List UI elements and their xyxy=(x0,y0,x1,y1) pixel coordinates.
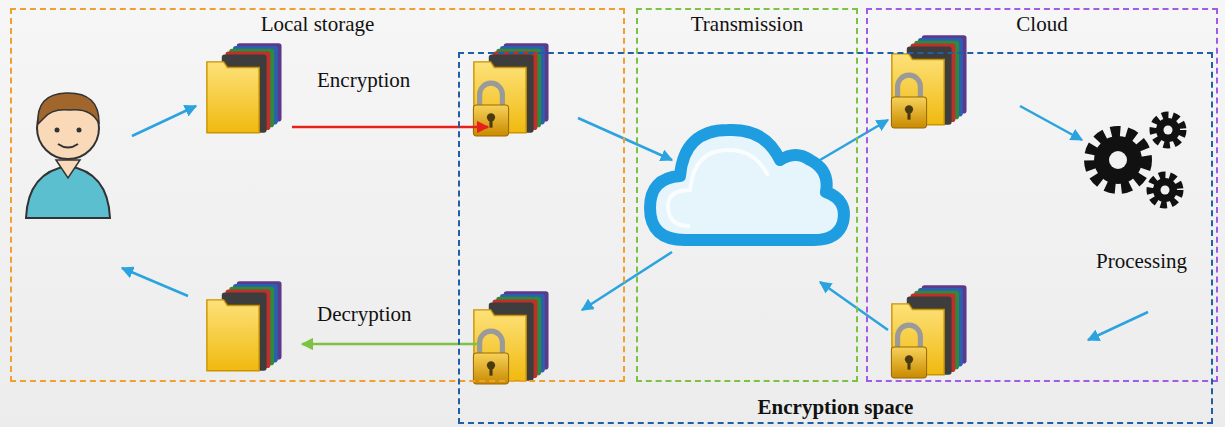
region-box: Cloud xyxy=(866,8,1218,382)
folder-icon xyxy=(207,281,282,371)
region-box: Transmission xyxy=(636,8,858,382)
region-box: Encryption space xyxy=(458,52,1213,424)
region-title: Encryption space xyxy=(460,395,1211,420)
region-title: Transmission xyxy=(638,12,856,37)
folder-icon xyxy=(207,43,282,133)
encrypted-folder xyxy=(891,285,966,378)
encrypted-folder xyxy=(473,43,548,136)
step-label: Processing xyxy=(1096,249,1187,274)
encrypted-folder xyxy=(473,291,548,384)
flow-arrows xyxy=(122,106,1148,344)
gears-icon xyxy=(1091,116,1182,204)
step-label: Encryption xyxy=(317,68,410,93)
encrypted-folder xyxy=(891,35,966,128)
region-title: Cloud xyxy=(868,12,1216,37)
region-title: Local storage xyxy=(12,12,623,37)
user-icon xyxy=(26,93,110,218)
cloud-icon xyxy=(650,130,844,240)
step-label: Decryption xyxy=(317,302,411,327)
